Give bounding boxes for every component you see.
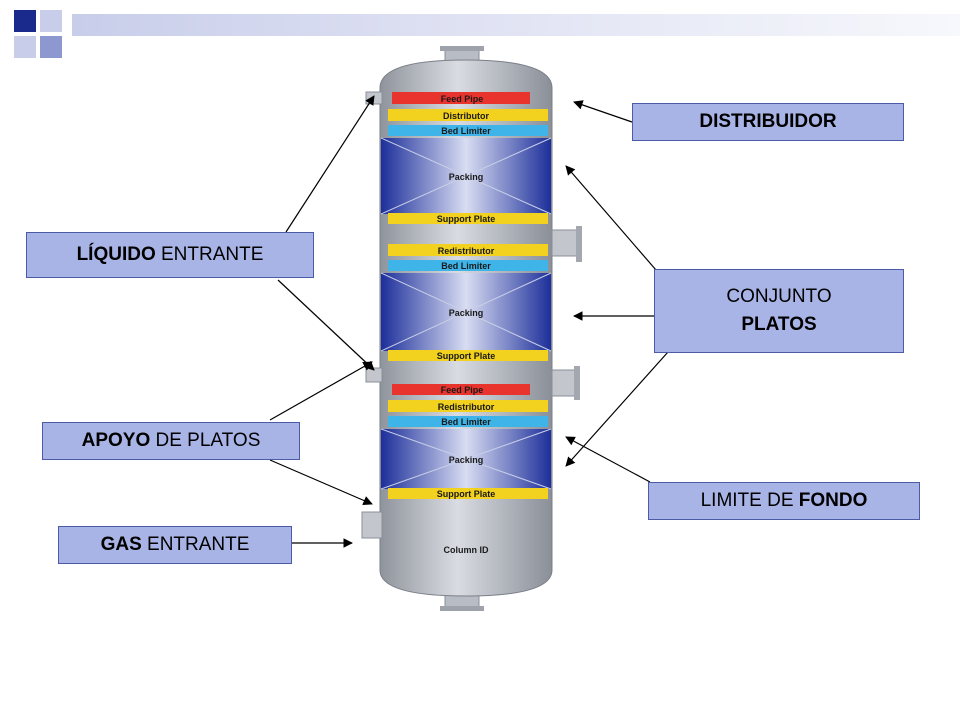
callout-liquido-entrante: LÍQUIDO ENTRANTE [26,232,314,278]
side-nozzle-top-left [365,91,383,105]
bed-limiter-1-label: Bed Limiter [441,126,491,136]
arrow-conjunto-bottom [565,351,669,467]
header-square-light [40,10,62,32]
distributor-label: Distributor [443,111,489,121]
callout-gas-bold: GAS [100,534,142,556]
arrow-liquido-mid [277,279,375,371]
side-nozzle-feed-left [365,367,383,383]
support-plate-2 [388,350,548,361]
callout-gas-entrante: GAS ENTRANTE [58,526,292,564]
redistributor-2-label: Redistributor [438,402,495,412]
arrow-apoyo-bottom [269,459,373,505]
callout-conjunto-line2: PLATOS [741,314,817,335]
header-gradient-bar [72,14,960,36]
arrow-apoyo-top [269,361,373,421]
packing-bed-1-cross [380,137,552,215]
bottom-nozzle-flange [440,606,484,611]
support-plate-1-label: Support Plate [437,214,496,224]
support-plate-3-label: Support Plate [437,489,496,499]
packing-bed-3-cross [380,428,552,490]
packing-1-label: Packing [449,172,484,182]
side-nozzle-mid-right-flange [576,226,582,262]
callout-liquido-rest: ENTRANTE [155,244,264,266]
side-nozzle-low-right-flange [574,366,580,400]
bed-limiter-2-label: Bed Limiter [441,261,491,271]
header-square-mid [40,36,62,58]
callout-gas-rest: ENTRANTE [141,534,250,556]
feed-pipe-mid-label: Feed Pipe [441,385,484,395]
side-nozzle-low-right [551,369,577,397]
callout-liquido-bold: LÍQUIDO [76,244,156,266]
header-square-light [14,36,36,58]
callout-conjunto-platos: CONJUNTO PLATOS [654,269,904,353]
packing-2-label: Packing [449,308,484,318]
callout-apoyo-de-platos: APOYO DE PLATOS [42,422,300,460]
callout-distribuidor: DISTRIBUIDOR [632,103,904,141]
callout-limite-pre: LIMITE DE [700,490,799,512]
redistributor-1-label: Redistributor [438,246,495,256]
top-nozzle-flange [440,46,484,51]
distributor-plate [388,109,548,121]
feed-pipe-mid [392,384,530,395]
packing-3-label: Packing [449,455,484,465]
arrow-limite [565,436,651,483]
callout-limite-bold: FONDO [798,490,868,512]
column-id-label: Column ID [444,545,489,555]
bed-limiter-1 [388,125,548,136]
side-nozzle-gas-left [361,511,383,539]
redistributor-2 [388,400,548,412]
support-plate-3 [388,488,548,499]
arrow-conjunto-top [565,165,657,271]
slide-header-decoration [0,0,960,60]
feed-pipe-top [392,92,530,104]
callout-limite-de-fondo: LIMITE DE FONDO [648,482,920,520]
callout-apoyo-bold: APOYO [81,430,151,452]
bed-limiter-3 [388,416,548,427]
support-plate-2-label: Support Plate [437,351,496,361]
side-nozzle-mid-right [551,229,579,257]
callout-distribuidor-bold: DISTRIBUIDOR [699,111,837,133]
callout-apoyo-rest: DE PLATOS [150,430,261,452]
feed-pipe-top-label: Feed Pipe [441,94,484,104]
redistributor-1 [388,244,548,256]
packing-bed-2-cross [380,272,552,352]
header-square-navy [14,10,36,32]
arrow-distribuidor [573,100,633,123]
callout-conjunto-line1: CONJUNTO [726,286,832,308]
arrow-liquido-top [285,95,375,233]
support-plate-1 [388,213,548,224]
bed-limiter-3-label: Bed Limiter [441,417,491,427]
bed-limiter-2 [388,260,548,271]
